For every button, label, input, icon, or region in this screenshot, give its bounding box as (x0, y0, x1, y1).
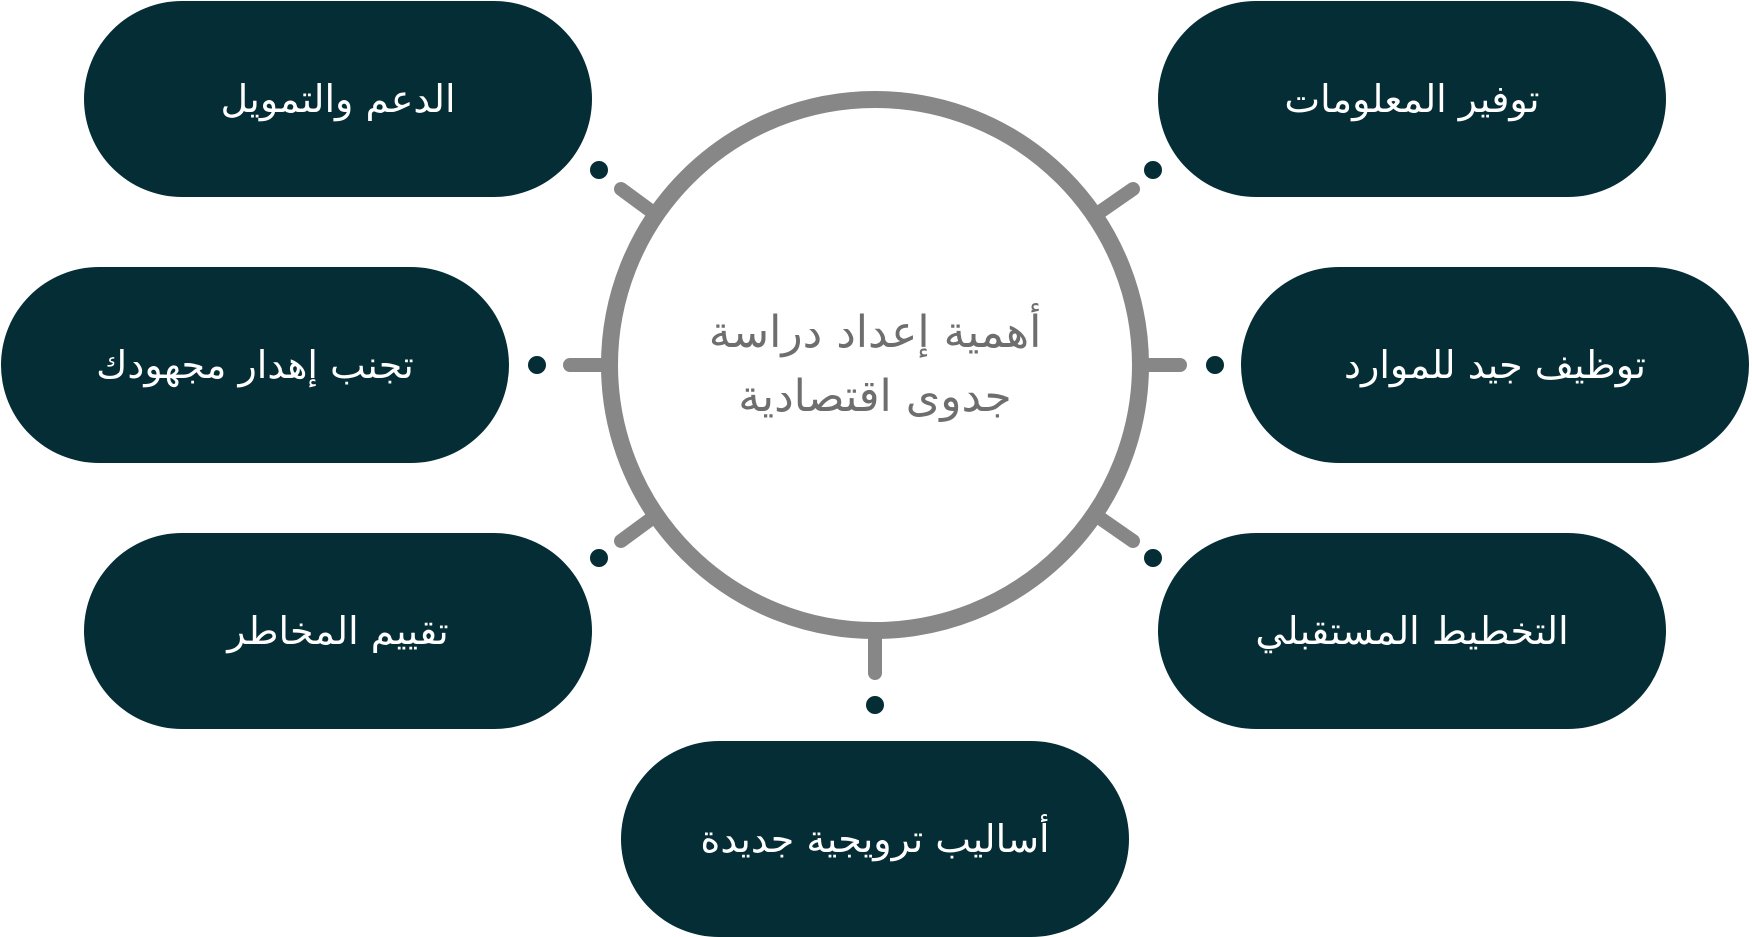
connector-dot-bottom-left (590, 549, 608, 567)
connector-dot-bottom (866, 696, 884, 714)
connector-dot-right (1206, 356, 1224, 374)
connector-bottom-right (1090, 509, 1140, 548)
item-risk-assessment: تقييم المخاطر (84, 533, 592, 729)
connector-dot-top-left (590, 161, 608, 179)
item-avoid-wasting-effort: تجنب إهدار مجهودك (1, 267, 509, 463)
item-future-planning: التخطيط المستقبلي (1158, 533, 1666, 729)
center-title-line-2: جدوى اقتصادية (738, 371, 1012, 422)
connector-top-right (1090, 182, 1140, 221)
connector-dot-left (528, 356, 546, 374)
center-hub: أهمية إعداد دراسة جدوى اقتصادية (601, 91, 1149, 639)
item-provide-information: توفير المعلومات (1158, 1, 1666, 197)
item-good-use-of-resources: توظيف جيد للموارد (1241, 267, 1749, 463)
connector-dot-bottom-right (1144, 549, 1162, 567)
center-title-line-1: أهمية إعداد دراسة (708, 307, 1042, 358)
item-support-and-funding: الدعم والتمويل (84, 1, 592, 197)
item-new-promotional-methods: أساليب ترويجية جديدة (621, 741, 1129, 937)
connector-dot-top-right (1144, 161, 1162, 179)
